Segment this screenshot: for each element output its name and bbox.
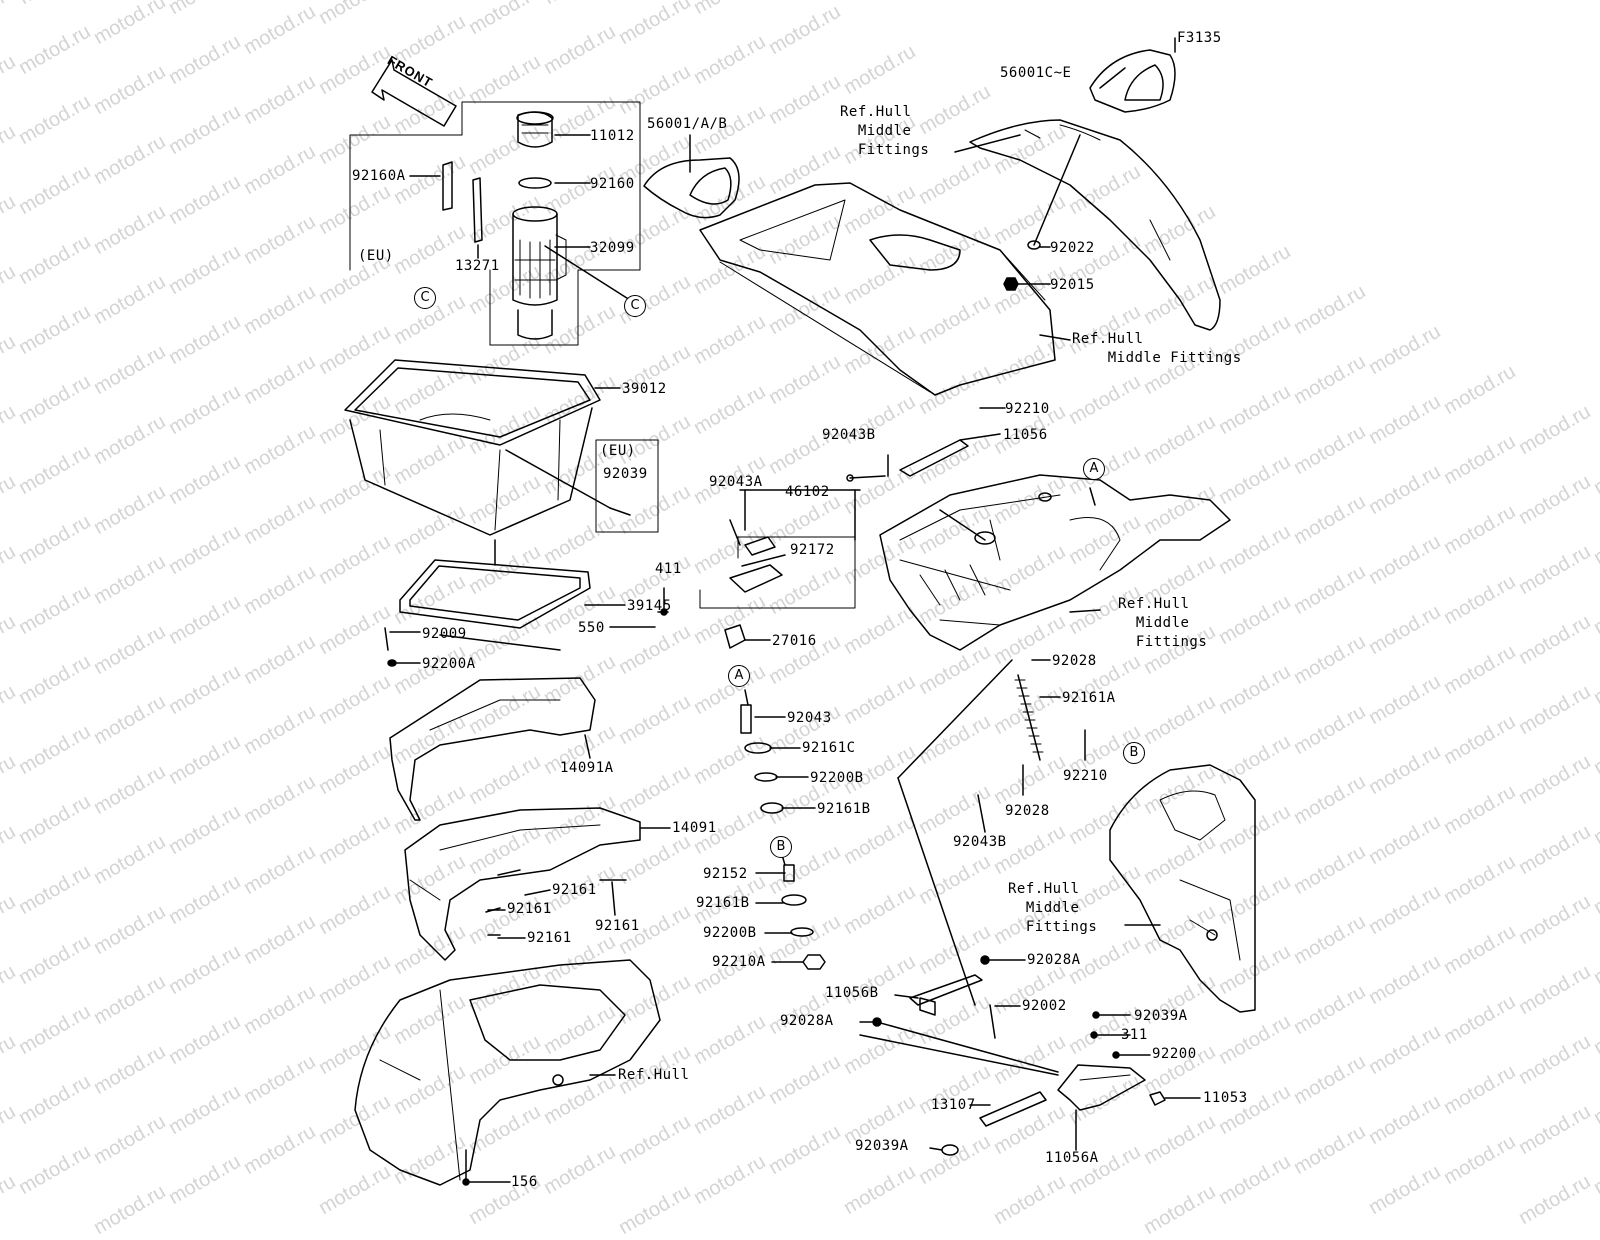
latch-46102-drawing — [729, 536, 783, 593]
part-14091a: 14091A — [560, 760, 614, 776]
part-92200b-2: 92200B — [703, 925, 757, 941]
part-11056b: 11056B — [825, 985, 879, 1001]
part-92200: 92200 — [1152, 1046, 1197, 1062]
part-550: 550 — [578, 620, 605, 636]
part-92200b: 92200B — [810, 770, 864, 786]
part-92039: 92039 — [603, 466, 648, 482]
part-92172: 92172 — [790, 542, 835, 558]
part-92039a-1: 92039A — [1134, 1008, 1188, 1024]
ring-92160-drawing — [518, 177, 552, 189]
part-92043b-top: 92043B — [822, 427, 876, 443]
part-11053: 11053 — [1203, 1090, 1248, 1106]
ref-hull-middle-top: Ref.Hull Middle Fittings — [840, 104, 930, 158]
part-92152: 92152 — [703, 866, 748, 882]
part-13271: 13271 — [455, 258, 500, 274]
trim-56001-drawing — [643, 157, 740, 219]
bolt-156-drawing — [384, 627, 470, 1186]
holder-32099-drawing — [512, 206, 567, 340]
cover-14091-drawing — [404, 807, 641, 961]
strap-11056-drawing — [899, 439, 969, 477]
parts-drawing — [344, 37, 1256, 1186]
part-11012: 11012 — [590, 128, 635, 144]
part-27016: 27016 — [772, 633, 817, 649]
part-92210a: 92210A — [712, 954, 766, 970]
part-92210-top: 92210 — [1005, 401, 1050, 417]
part-92028a-2: 92028A — [780, 1013, 834, 1029]
part-56001ce: 56001C~E — [1000, 65, 1072, 81]
part-92043: 92043 — [787, 710, 832, 726]
part-411: 411 — [655, 561, 682, 577]
callout-a-frame: A — [1083, 458, 1105, 480]
part-92002: 92002 — [1022, 998, 1067, 1014]
screw-92043b-top-drawing — [846, 474, 886, 482]
washer-92022-drawing — [1027, 240, 1041, 250]
part-92028-top: 92028 — [1052, 653, 1097, 669]
strip-13271-drawing — [472, 177, 483, 243]
callout-a-stack: A — [728, 665, 750, 687]
part-39145: 39145 — [627, 598, 672, 614]
part-311: 311 — [1121, 1027, 1148, 1043]
spring-92161a-drawing — [1014, 674, 1044, 761]
gasket-39145-drawing — [399, 559, 591, 629]
strip-92160a-drawing — [442, 161, 453, 211]
part-92161c: 92161C — [802, 740, 856, 756]
leader-lines — [389, 37, 1201, 1183]
part-46102: 46102 — [785, 484, 830, 500]
part-92161-2: 92161 — [507, 901, 552, 917]
callout-c-top: C — [414, 287, 436, 309]
part-32099: 32099 — [590, 240, 635, 256]
deck-panel-drawing — [699, 182, 1056, 396]
part-92161b: 92161B — [817, 801, 871, 817]
part-92028-mid: 92028 — [1005, 803, 1050, 819]
part-156: 156 — [511, 1174, 538, 1190]
callout-c-right: C — [624, 295, 646, 317]
part-56001ab: 56001/A/B — [647, 116, 728, 132]
part-92022: 92022 — [1050, 240, 1095, 256]
storage-bin-39012-drawing — [344, 359, 601, 536]
callout-b-stack: B — [770, 836, 792, 858]
part-92043b-bottom: 92043B — [953, 834, 1007, 850]
part-92028a-1: 92028A — [1027, 952, 1081, 968]
ref-hull-middle-right: Ref.Hull Middle Fittings — [1072, 331, 1242, 366]
part-14091: 14091 — [672, 820, 717, 836]
part-11056a: 11056A — [1045, 1150, 1099, 1166]
latch-group-outline — [699, 536, 856, 609]
cover-14091a-drawing — [389, 677, 596, 821]
eu-box-outline — [595, 439, 659, 533]
part-92161-4: 92161 — [595, 918, 640, 934]
part-92210-mid: 92210 — [1063, 768, 1108, 784]
part-92200a: 92200A — [422, 656, 476, 672]
part-92043a: 92043A — [709, 474, 763, 490]
part-92161b-2: 92161B — [696, 895, 750, 911]
part-92160a: 92160A — [352, 168, 406, 184]
hull-middle-right-drawing — [1109, 764, 1256, 1013]
ref-hull-middle-lower: Ref.Hull Middle Fittings — [1008, 881, 1098, 935]
pin-92039-drawing — [609, 507, 631, 516]
part-92160: 92160 — [590, 176, 635, 192]
eu-tag-upper: (EU) — [358, 248, 394, 264]
nut-92015-drawing — [1003, 277, 1019, 291]
part-11056: 11056 — [1003, 427, 1048, 443]
ref-code: F3135 — [1177, 30, 1222, 46]
eu-tag-lower: (EU) — [600, 443, 636, 459]
ref-hull-middle-mid: Ref.Hull Middle Fittings — [1118, 596, 1208, 650]
cap-11012-drawing — [516, 111, 554, 148]
part-92015: 92015 — [1050, 277, 1095, 293]
part-92161a: 92161A — [1062, 690, 1116, 706]
part-92039a-2: 92039A — [855, 1138, 909, 1154]
part-92009: 92009 — [422, 626, 467, 642]
cupholder-group-outline — [349, 101, 641, 346]
part-92161-1: 92161 — [552, 882, 597, 898]
callout-b-hull: B — [1123, 742, 1145, 764]
side-panel-56001ce-drawing — [969, 49, 1221, 331]
part-92161-3: 92161 — [527, 930, 572, 946]
front-arrow-icon — [371, 59, 457, 127]
hull-front-drawing — [354, 959, 661, 1186]
ref-hull: Ref.Hull — [618, 1067, 690, 1083]
part-39012: 39012 — [622, 381, 667, 397]
part-13107: 13107 — [931, 1097, 976, 1113]
